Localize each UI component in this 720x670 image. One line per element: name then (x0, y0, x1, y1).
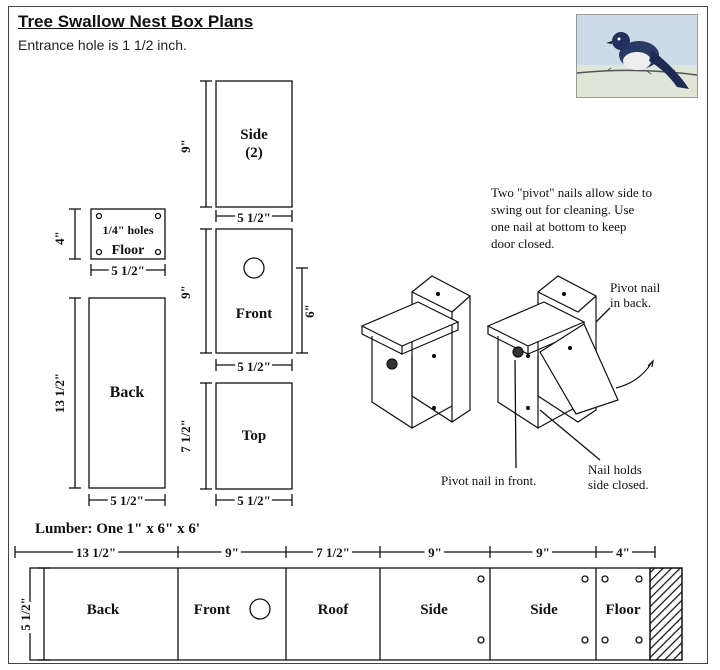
seg-label-0: Back (87, 602, 120, 618)
pivot-note-3: one nail at bottom to keep (491, 219, 626, 234)
seg-length-2: 7 1/2" (316, 545, 350, 560)
holds-note-1: Nail holds (588, 462, 642, 477)
page-subtitle: Entrance hole is 1 1/2 inch. (18, 37, 187, 53)
pivot-note-2: swing out for cleaning. Use (491, 202, 635, 217)
back-label: Back (110, 384, 145, 401)
top-panel (215, 382, 293, 490)
floor-holes-note: 1/4" holes (103, 223, 154, 237)
lumber-board (29, 567, 683, 661)
seg-length-1: 9" (225, 545, 239, 560)
assembled-box-open (486, 275, 654, 430)
floor-panel (90, 208, 166, 260)
seg-length-4: 9" (536, 545, 550, 560)
back-nail-note-2: in back. (610, 295, 651, 310)
seg-label-1: Front (194, 602, 230, 618)
seg-length-3: 9" (428, 545, 442, 560)
plan-frame (8, 6, 708, 664)
assembled-box-closed (360, 275, 471, 430)
top-height: 7 1/2" (178, 419, 193, 453)
side-label: Side (240, 127, 268, 143)
back-width: 5 1/2" (110, 493, 144, 508)
side-panel (215, 80, 293, 208)
seg-label-3: Side (420, 602, 448, 618)
side-count: (2) (245, 145, 263, 161)
seg-length-0: 13 1/2" (76, 545, 116, 560)
tree-swallow-photo (576, 14, 698, 98)
floor-width: 5 1/2" (111, 263, 145, 278)
holds-note-2: side closed. (588, 477, 649, 492)
front-width: 5 1/2" (237, 359, 271, 374)
front-height: 9" (178, 285, 193, 299)
front-nail-note: Pivot nail in front. (441, 473, 536, 488)
page-title: Tree Swallow Nest Box Plans (18, 12, 254, 31)
pivot-note-1: Two "pivot" nails allow side to (491, 185, 652, 200)
top-label: Top (242, 428, 266, 444)
back-nail-note-1: Pivot nail (610, 280, 661, 295)
entrance-hole (243, 257, 265, 279)
seg-label-5: Floor (606, 602, 641, 618)
tree-swallow-bird-icon (577, 15, 697, 97)
side-width: 5 1/2" (237, 210, 271, 225)
front-panel (215, 228, 293, 354)
floor-label: Floor (112, 243, 145, 258)
back-panel (88, 297, 166, 489)
floor-height: 4" (52, 231, 67, 245)
lumber-width: 5 1/2" (18, 597, 33, 631)
seg-label-4: Side (530, 602, 558, 618)
front-hole-height: 6" (302, 304, 317, 318)
seg-label-2: Roof (318, 602, 350, 618)
back-height: 13 1/2" (52, 373, 67, 413)
lumber-label: Lumber: One 1" x 6" x 6' (35, 521, 200, 537)
front-label: Front (236, 306, 272, 322)
pivot-note-4: door closed. (491, 236, 555, 251)
side-height: 9" (178, 139, 193, 153)
seg-length-5: 4" (616, 545, 630, 560)
top-width: 5 1/2" (237, 493, 271, 508)
